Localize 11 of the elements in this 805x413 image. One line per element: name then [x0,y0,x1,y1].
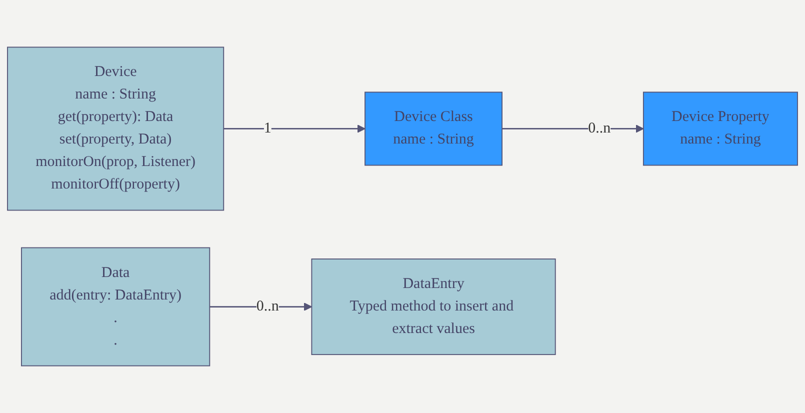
edge-label: 0..n [588,120,611,136]
node-box: Device Property name : String [642,92,798,166]
node-box: Data add(entry: DataEntry) . . [21,247,210,366]
edge-label: 0..n [256,298,279,314]
node-box: Device name : String get(property): Data set(property, Data) monitorOn(prop, Listener) monitorOff(property) [7,46,224,211]
arrow [210,302,312,311]
node-box: Device Class name : String [364,92,502,166]
edge-label: 1 [264,120,272,136]
arrow [502,124,644,133]
arrow [224,124,366,133]
node-box: DataEntry Typed method to insert and extract values [311,258,556,356]
